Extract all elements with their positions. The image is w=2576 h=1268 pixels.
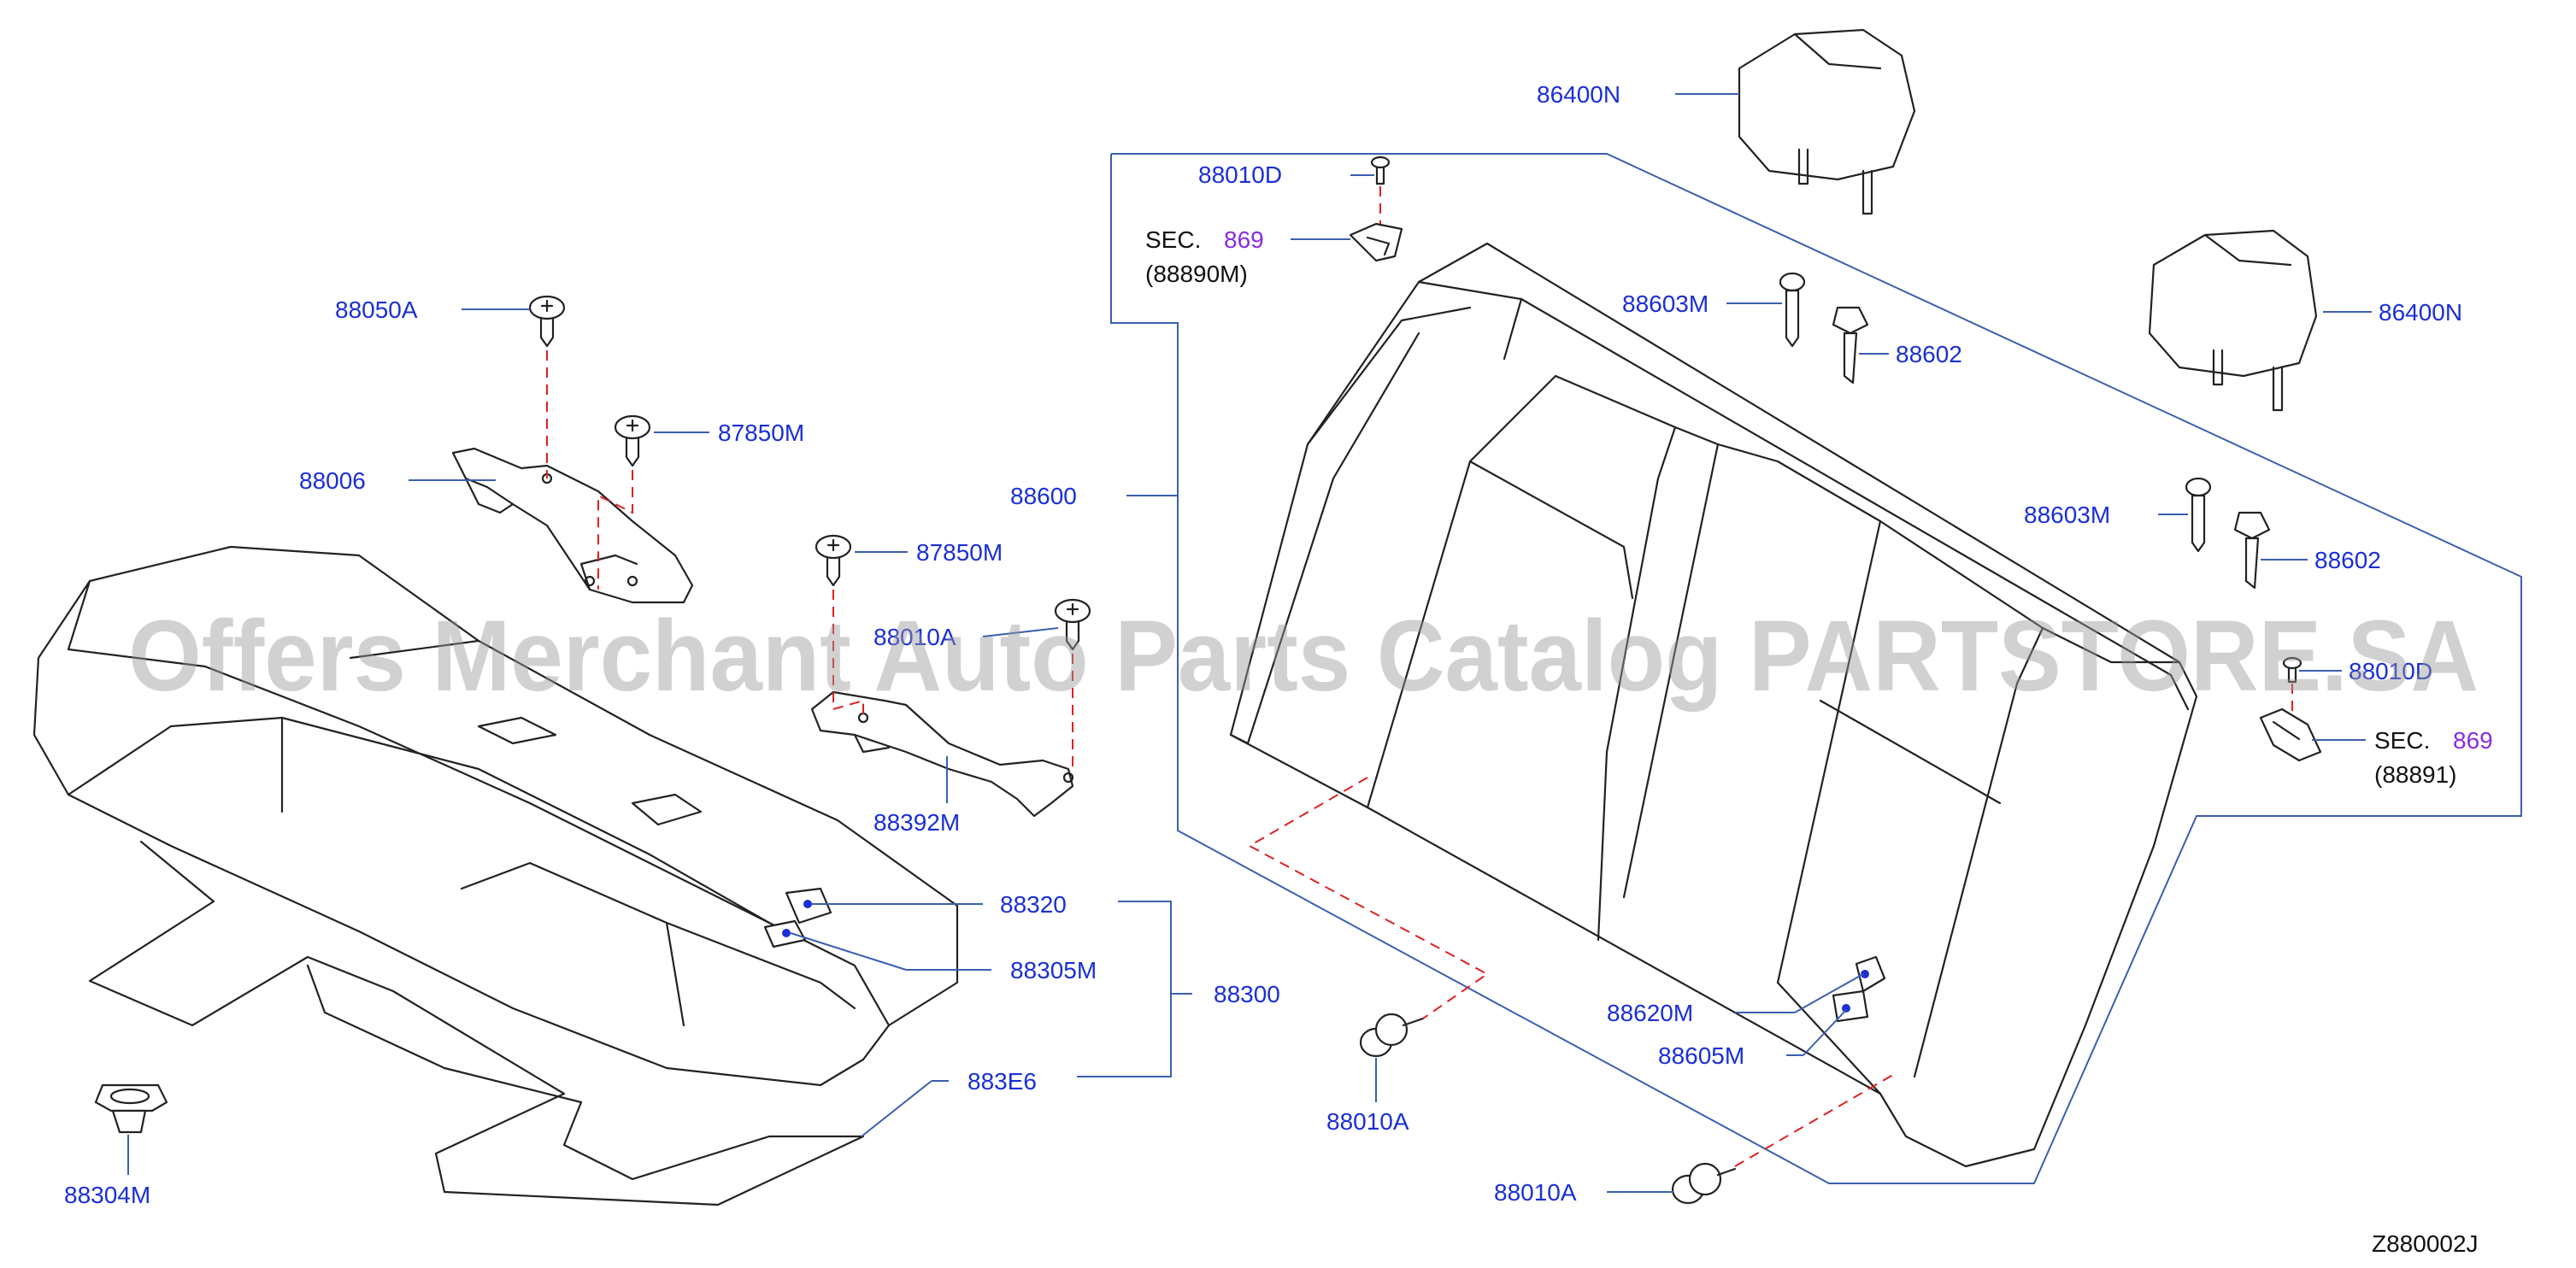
label-sec-right-num: 869: [2453, 727, 2493, 754]
bracket-88006: [451, 447, 694, 604]
label-88050A: 88050A: [335, 296, 418, 323]
diagram-id: Z880002J: [2372, 1230, 2479, 1257]
label-88304M: 88304M: [64, 1182, 150, 1208]
label-88602-a: 88602: [1896, 341, 1962, 367]
label-88600: 88600: [1010, 483, 1077, 509]
clip-88010A-bottom: [1671, 1162, 1737, 1205]
label-88010D-right: 88010D: [2349, 658, 2432, 684]
bolt-88050A: [528, 295, 566, 348]
label-88006: 88006: [299, 467, 366, 494]
part-88305M-dot: [782, 929, 791, 937]
lock-88891: [2259, 707, 2322, 762]
label-87850M-a: 87850M: [718, 420, 804, 446]
label-88010A-low: 88010A: [1326, 1108, 1409, 1135]
bolt-88010D-right: [2282, 656, 2303, 684]
part-88605M-shape: [1832, 989, 1869, 1023]
label-88603M-b: 88603M: [2024, 502, 2110, 528]
watermark-text: Offers Merchant Auto Parts Catalog PARTS…: [128, 600, 2479, 713]
dash-88010A-bottom: [1734, 1071, 1898, 1167]
label-88010A-mid: 88010A: [873, 624, 956, 650]
leader-88620M-tail: [1794, 973, 1864, 1013]
label-sec-right-sub: (88891): [2374, 761, 2457, 788]
bolt-88010D-top: [1370, 156, 1391, 185]
label-883E6: 883E6: [967, 1068, 1037, 1095]
label-88010A-bottom: 88010A: [1494, 1179, 1577, 1206]
leader-883E6: [861, 1080, 932, 1137]
leader-88605M-tail: [1803, 1009, 1847, 1056]
bolt-88010A-mid: [1054, 598, 1091, 651]
clip-88010A-low: [1359, 1013, 1425, 1058]
clip-88304M: [94, 1083, 168, 1134]
label-88605M: 88605M: [1658, 1042, 1744, 1069]
label-88305M: 88305M: [1010, 957, 1097, 983]
part-88620M-shape: [1855, 955, 1886, 993]
label-sec-top-sub: (88890M): [1145, 261, 1248, 287]
cushion-mat-883E6: [88, 840, 865, 1206]
label-87850M-b: 87850M: [916, 539, 1003, 566]
dash-87850M-a: [597, 470, 633, 590]
guide-88603M-b: [2185, 477, 2212, 553]
seat-back-88600: [1229, 242, 2198, 1168]
label-sec-top: SEC.: [1145, 226, 1201, 253]
label-86400N-right: 86400N: [2379, 299, 2462, 326]
guide-88602-b: [2233, 511, 2271, 590]
label-88392M: 88392M: [873, 809, 960, 836]
part-88320-dot: [803, 900, 812, 908]
bolt-87850M-a: [614, 414, 651, 467]
seat-cushion-88300: [32, 545, 959, 1087]
dash-88010A-low: [1247, 777, 1489, 1019]
bracket-88392M: [810, 690, 1074, 818]
label-sec-top-num: 869: [1224, 226, 1264, 253]
guide-88602-a: [1832, 306, 1869, 385]
label-88602-b: 88602: [2314, 547, 2381, 573]
headrest-86400N-right: [2148, 229, 2318, 412]
group-bracket-88300: [1077, 901, 1172, 1077]
part-88620M-dot: [1861, 970, 1869, 978]
leader-88305M: [790, 932, 907, 971]
leader-88010A-mid: [982, 627, 1059, 637]
label-86400N-top: 86400N: [1537, 81, 1620, 108]
label-88010D-top: 88010D: [1198, 161, 1282, 188]
label-88603M-a: 88603M: [1622, 291, 1709, 317]
headrest-86400N-top: [1738, 28, 1916, 215]
part-88605M-dot: [1842, 1004, 1850, 1013]
label-88300: 88300: [1214, 981, 1280, 1007]
label-88620M: 88620M: [1607, 1000, 1693, 1026]
label-88320: 88320: [1000, 891, 1067, 918]
label-sec-right: SEC.: [2374, 727, 2430, 754]
dash-87850M-b: [832, 590, 864, 718]
assembly-box-88600: [1110, 153, 2522, 1184]
lock-88890M: [1349, 222, 1403, 262]
bolt-87850M-b: [815, 534, 852, 587]
guide-88603M-a: [1779, 272, 1806, 348]
